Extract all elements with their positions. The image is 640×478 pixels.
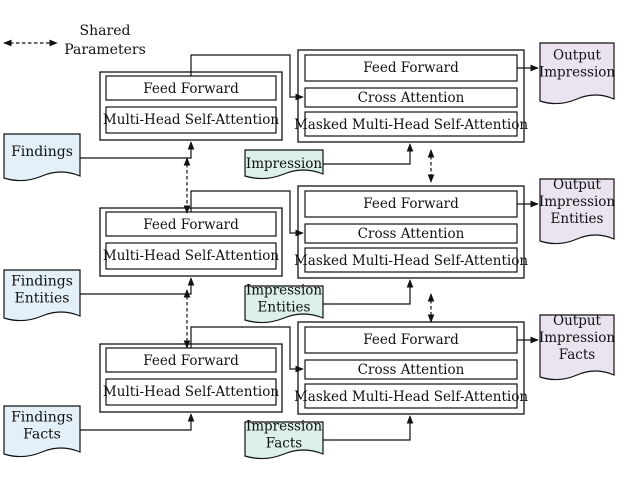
encoder-to-cross-attention-arrow <box>190 54 304 101</box>
encoder-feed-forward-label: Feed Forward <box>143 81 239 97</box>
input-to-encoder-arrow <box>80 141 195 159</box>
target-document-facts-label-2: Facts <box>266 436 302 452</box>
output-document-summary-label-2: Impression <box>539 65 616 81</box>
encoder-feed-forward-box <box>105 75 277 101</box>
decoder-feed-forward-box <box>304 326 518 354</box>
encoder-to-cross-attention-arrow <box>190 190 304 237</box>
encoder-feed-forward-label: Feed Forward <box>143 217 239 233</box>
legend: Shared Parameters <box>3 23 146 58</box>
decoder-masked-attention-box <box>304 383 518 409</box>
decoder-feed-forward-label: Feed Forward <box>363 196 459 212</box>
target-document-entities-label-2: Entities <box>258 300 311 316</box>
output-document-entities-label-1: Output <box>553 177 602 193</box>
output-document-summary-shape <box>539 42 615 105</box>
decoder-masked-attention-label: Masked Multi-Head Self-Attention <box>294 253 528 269</box>
output-document-entities-shape <box>539 178 615 245</box>
target-document-summary-label-1: Impression <box>246 156 323 172</box>
target-to-decoder-arrow <box>323 279 414 305</box>
target-to-decoder-arrow <box>323 415 414 441</box>
decoder-masked-attention-label: Masked Multi-Head Self-Attention <box>294 117 528 133</box>
output-document-facts-label-1: Output <box>553 313 602 329</box>
encoder-self-attention-box <box>105 106 277 134</box>
output-document-entities-label-3: Entities <box>551 211 604 227</box>
output-document-facts-shape <box>539 314 615 381</box>
input-document-summary-shape <box>3 133 81 182</box>
encoder-feed-forward-label: Feed Forward <box>143 353 239 369</box>
decoder-masked-attention-box <box>304 247 518 273</box>
decoder-cross-attention-box <box>304 223 518 244</box>
output-document-entities-label-2: Impression <box>539 194 616 210</box>
decoder-cross-attention-box <box>304 87 518 108</box>
encoder-self-attention-label: Multi-Head Self-Attention <box>103 248 279 264</box>
encoder-self-attention-box <box>105 242 277 270</box>
target-document-entities-shape <box>244 285 324 324</box>
target-document-facts-label-1: Impression <box>246 419 323 435</box>
decoder-masked-attention-box <box>304 111 518 137</box>
input-document-facts-shape <box>3 405 81 458</box>
input-document-summary: Findings <box>3 133 81 182</box>
input-document-facts-label-1: Findings <box>11 410 73 426</box>
encoder-feed-forward-box <box>105 347 277 373</box>
input-document-entities-shape <box>3 269 81 322</box>
encoder-self-attention-label: Multi-Head Self-Attention <box>103 112 279 128</box>
decoder-cross-attention-label: Cross Attention <box>358 362 465 378</box>
legend-label-line2: Parameters <box>64 42 146 58</box>
input-to-encoder-arrow <box>80 277 195 295</box>
target-document-facts-shape <box>244 421 324 460</box>
target-to-decoder-arrow <box>323 143 414 165</box>
target-document-summary-shape <box>244 149 324 180</box>
decoder-feed-forward-label: Feed Forward <box>363 332 459 348</box>
decoder-cross-attention-box <box>304 359 518 380</box>
input-document-entities-label-2: Entities <box>15 291 70 307</box>
decoder-masked-attention-label: Masked Multi-Head Self-Attention <box>294 389 528 405</box>
input-document-facts-label-2: Facts <box>23 427 61 443</box>
output-document-facts-label-2: Impression <box>539 330 616 346</box>
input-document-summary-label-1: Findings <box>11 144 73 160</box>
input-document-entities-label-1: Findings <box>11 274 73 290</box>
decoder-feed-forward-label: Feed Forward <box>363 60 459 76</box>
target-document-entities-label-1: Impression <box>246 283 323 299</box>
decoder-cross-attention-label: Cross Attention <box>358 90 465 106</box>
output-document-summary-label-1: Output <box>553 48 602 64</box>
encoder-to-cross-attention-arrow <box>190 326 304 373</box>
encoder-feed-forward-box <box>105 211 277 237</box>
target-document-summary: Impression <box>244 149 324 180</box>
encoder-self-attention-label: Multi-Head Self-Attention <box>103 384 279 400</box>
decoder-feed-forward-box <box>304 190 518 218</box>
input-to-encoder-arrow <box>80 413 195 431</box>
decoder-cross-attention-label: Cross Attention <box>358 226 465 242</box>
output-document-facts-label-3: Facts <box>559 347 595 363</box>
encoder-self-attention-box <box>105 378 277 406</box>
legend-label-line1: Shared <box>80 23 131 39</box>
